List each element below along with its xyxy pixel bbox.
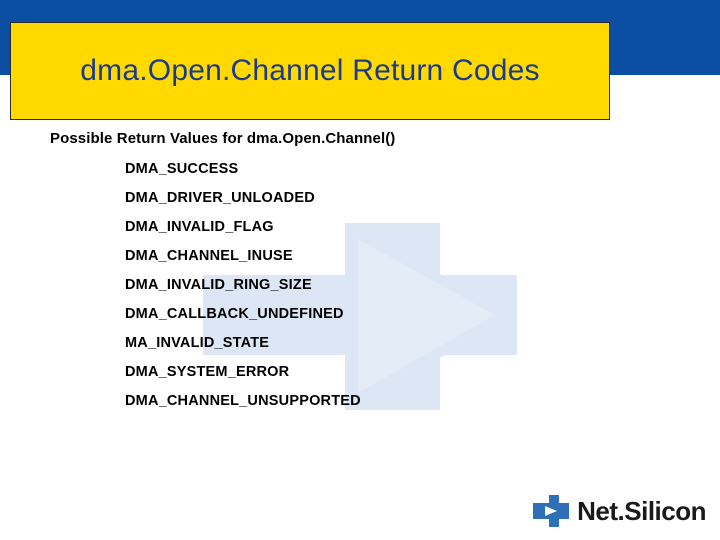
list-item: DMA_SUCCESS bbox=[125, 161, 239, 177]
title-plate: dma.Open.Channel Return Codes bbox=[10, 22, 610, 120]
list-item: DMA_CHANNEL_UNSUPPORTED bbox=[125, 393, 361, 409]
list-item: DMA_INVALID_FLAG bbox=[125, 219, 274, 235]
list-item: MA_INVALID_STATE bbox=[125, 335, 270, 351]
slide-content: Possible Return Values for dma.Open.Chan… bbox=[0, 130, 720, 422]
netsilicon-logo: Net.Silicon bbox=[531, 492, 706, 530]
netsilicon-arrow-icon bbox=[533, 495, 570, 527]
return-code-list: DMA_SUCCESS DMA_DRIVER_UNLOADED DMA_INVA… bbox=[0, 161, 720, 409]
list-item: DMA_INVALID_RING_SIZE bbox=[125, 277, 312, 293]
page-title: dma.Open.Channel Return Codes bbox=[80, 54, 540, 87]
list-item: DMA_CHANNEL_INUSE bbox=[125, 248, 293, 264]
lead-text: Possible Return Values for dma.Open.Chan… bbox=[50, 130, 396, 147]
list-item: DMA_CALLBACK_UNDEFINED bbox=[125, 306, 344, 322]
logo-wordmark: Net.Silicon bbox=[577, 495, 706, 526]
list-item: DMA_DRIVER_UNLOADED bbox=[125, 190, 315, 206]
list-item: DMA_SYSTEM_ERROR bbox=[125, 364, 290, 380]
